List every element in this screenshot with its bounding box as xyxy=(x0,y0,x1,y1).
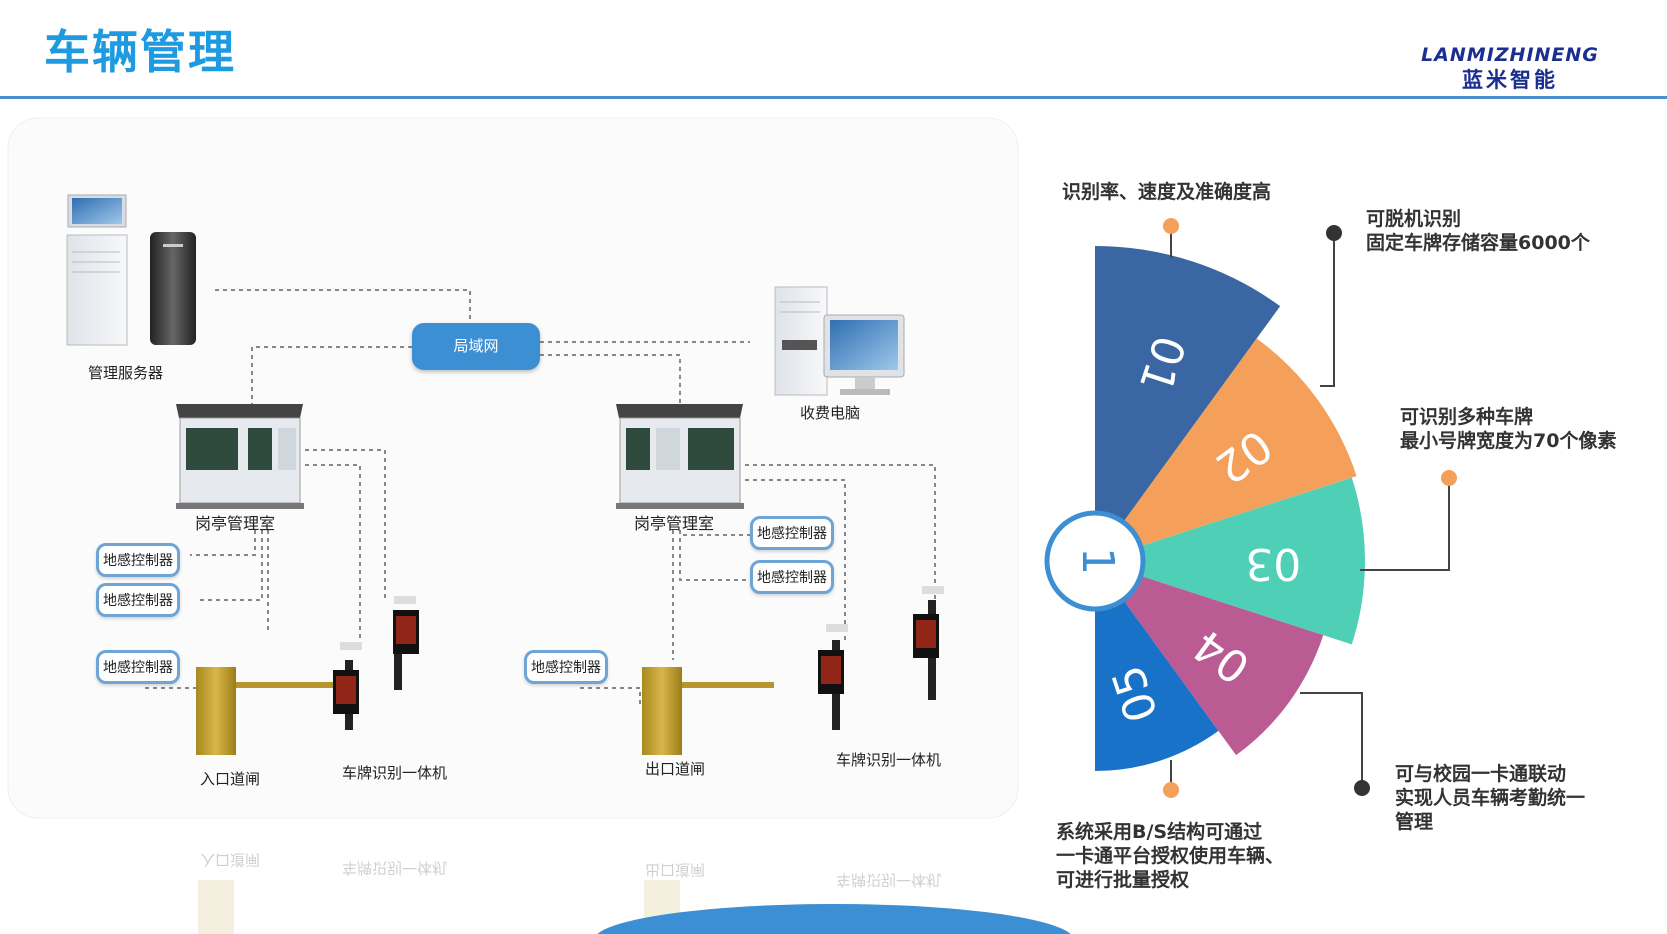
feature-04-text: 可与校园一卡通联动实现人员车辆考勤统一管理 xyxy=(1395,762,1585,834)
fan-segment-number: 03 xyxy=(1245,538,1301,589)
feature-01-text: 识别率、速度及准确度高 xyxy=(1062,180,1271,204)
feature-03-text: 可识别多种车牌最小号牌宽度为70个像素 xyxy=(1400,405,1616,453)
hub-number: 1 xyxy=(1072,547,1123,575)
feature-05-text: 系统采用B/S结构可通过一卡通平台授权使用车辆、可进行批量授权 xyxy=(1056,820,1284,892)
feature-02-text: 可脱机识别固定车牌存储容量6000个 xyxy=(1366,207,1590,255)
